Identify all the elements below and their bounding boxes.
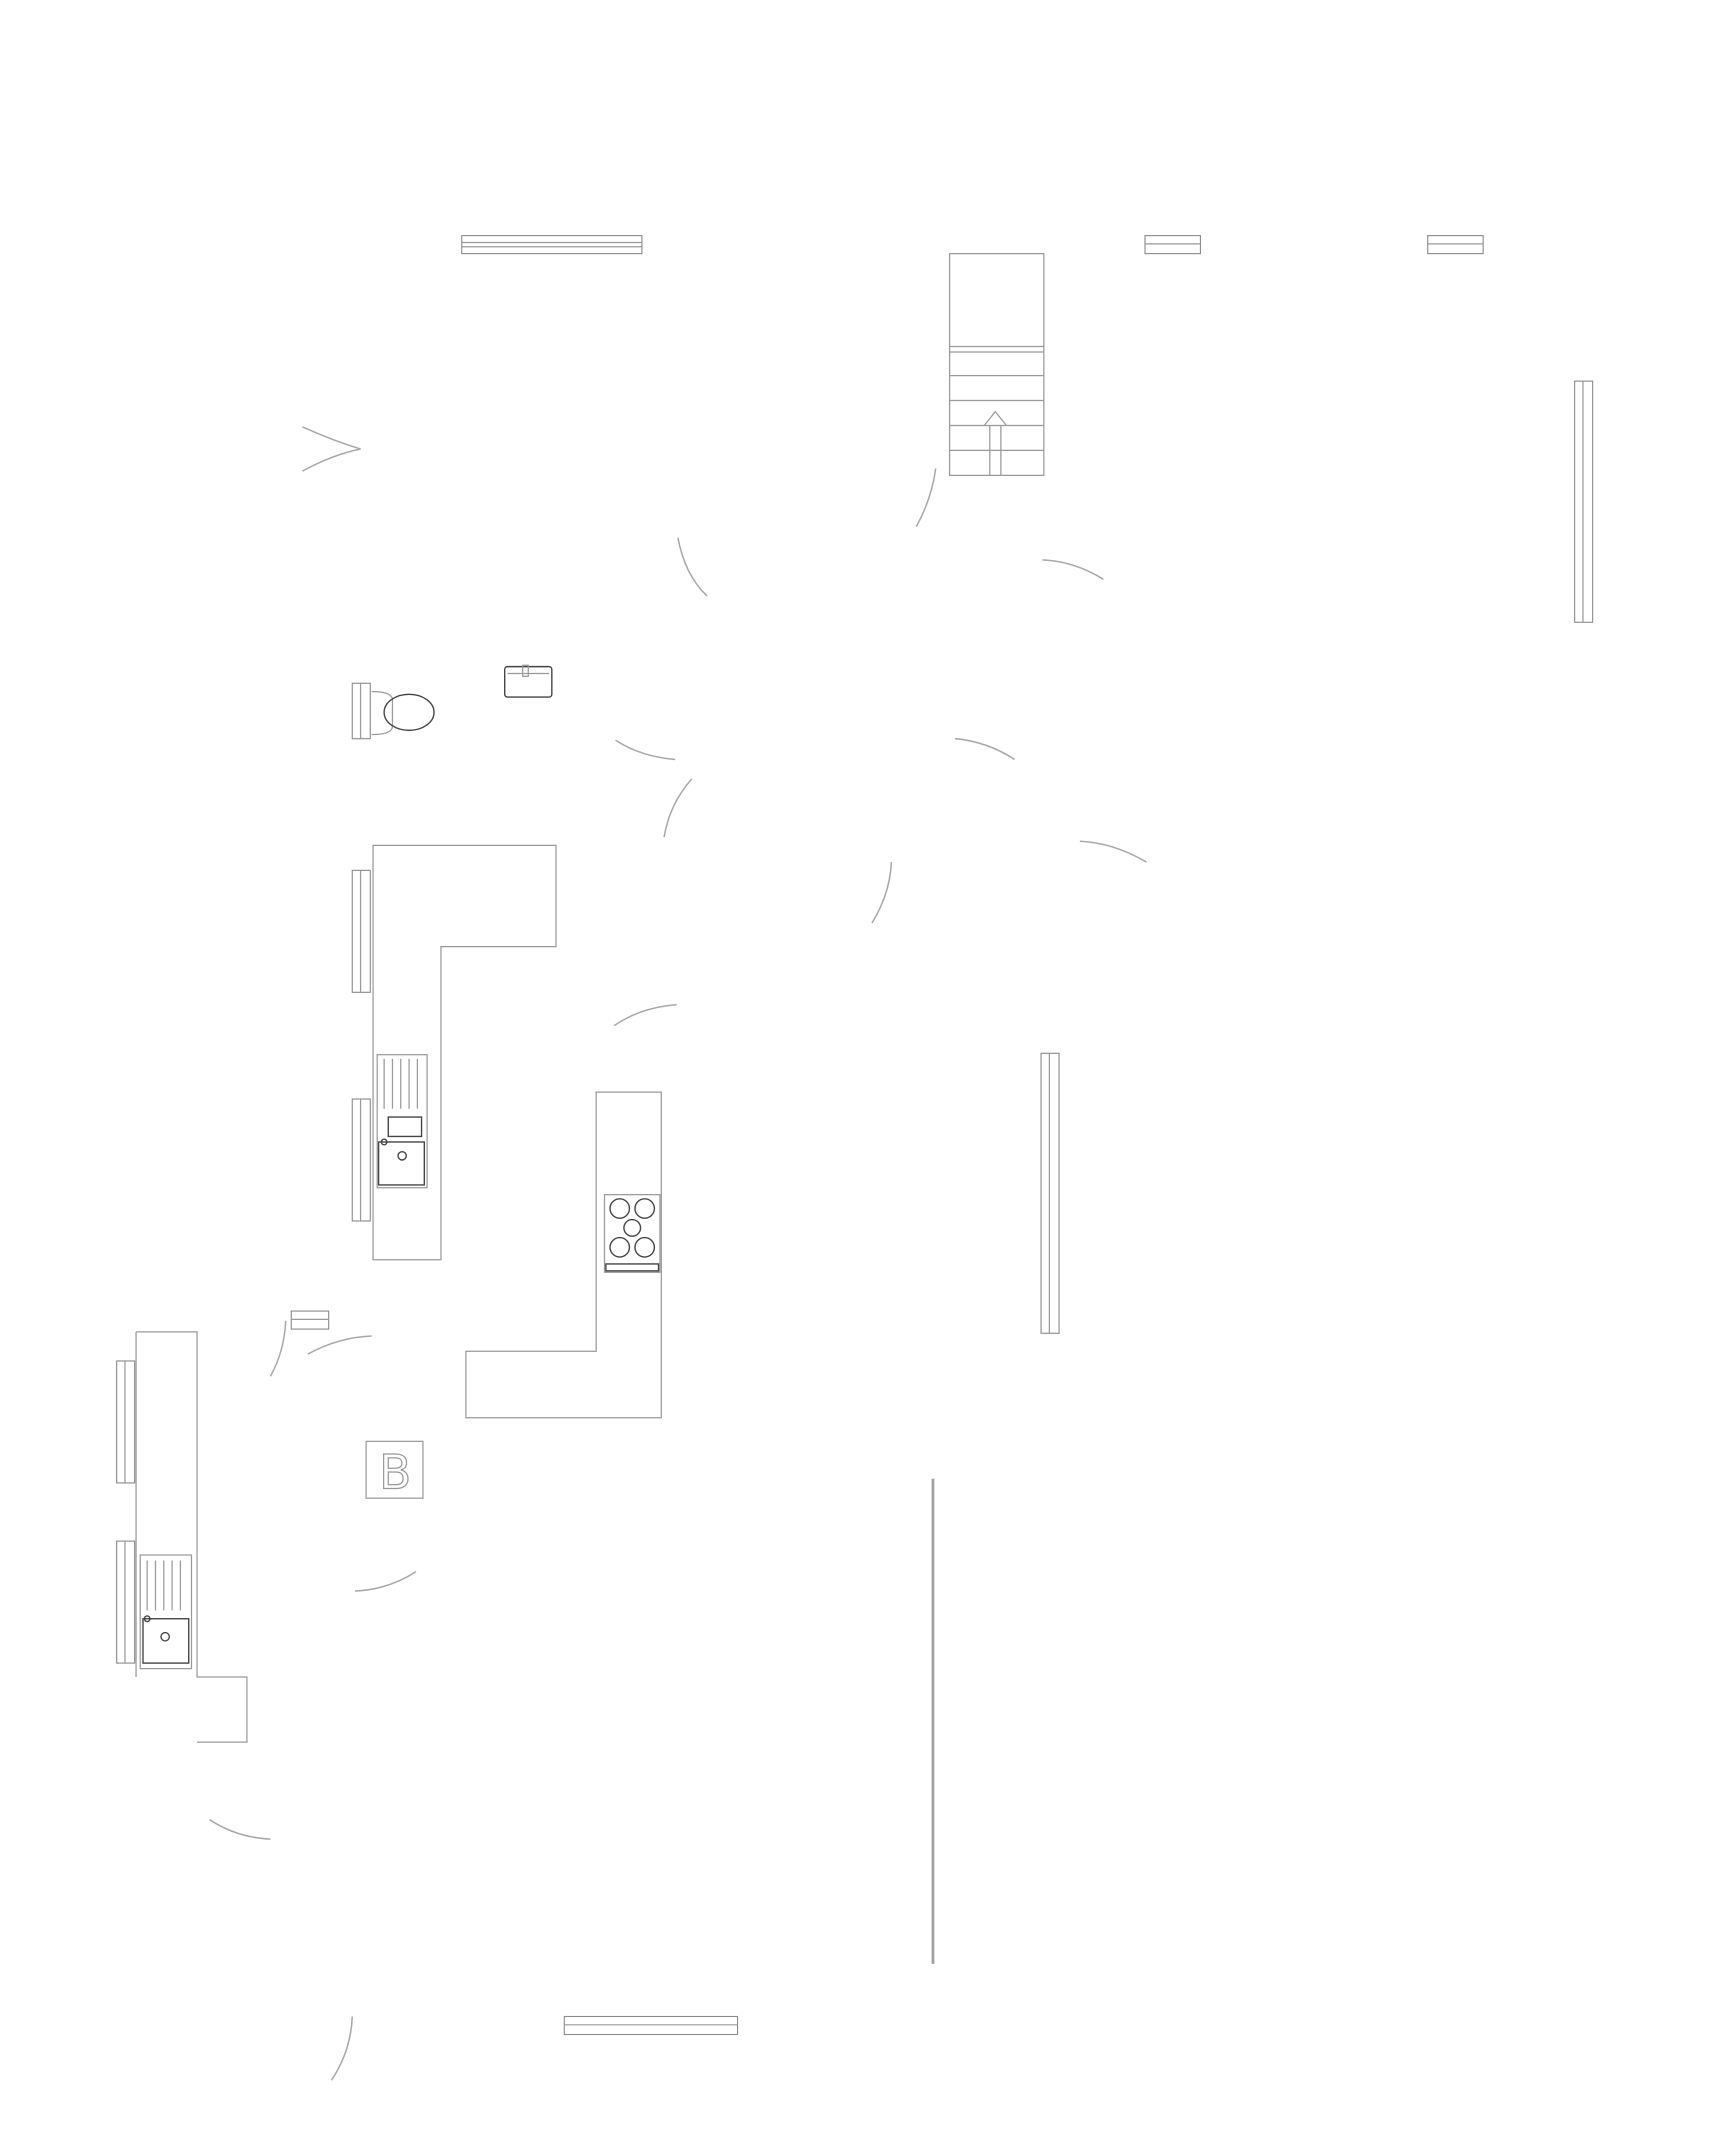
boiler-symbol: B [365,1440,424,1501]
stair-arrow-icon [983,410,1007,426]
window-left-5 [116,1540,136,1664]
window-mid-right [1040,1052,1060,1334]
kitchen-counter-upper [372,844,557,1261]
window-right [1574,380,1594,623]
window-top-left [461,235,643,255]
staircase [948,252,1045,476]
hob-icon [603,1194,661,1273]
boiler-label: B [379,1445,411,1500]
kitchen-counter-lower [465,1091,662,1419]
window-top-mid [1144,235,1201,255]
window-top-right [1427,235,1484,255]
bathroom-sink [504,664,553,698]
window-left-2 [351,869,371,993]
toilet [371,690,435,736]
window-small [290,1310,330,1330]
window-left-4 [116,1360,136,1484]
window-left-3 [351,1098,371,1222]
sink-drainer [376,1054,428,1189]
window-bottom [563,2015,739,2036]
sink-drainer-2 [139,1554,193,1670]
door-swings [209,426,1147,2081]
kitchen-counter-left [135,1331,248,1743]
window-left-1 [351,682,371,740]
